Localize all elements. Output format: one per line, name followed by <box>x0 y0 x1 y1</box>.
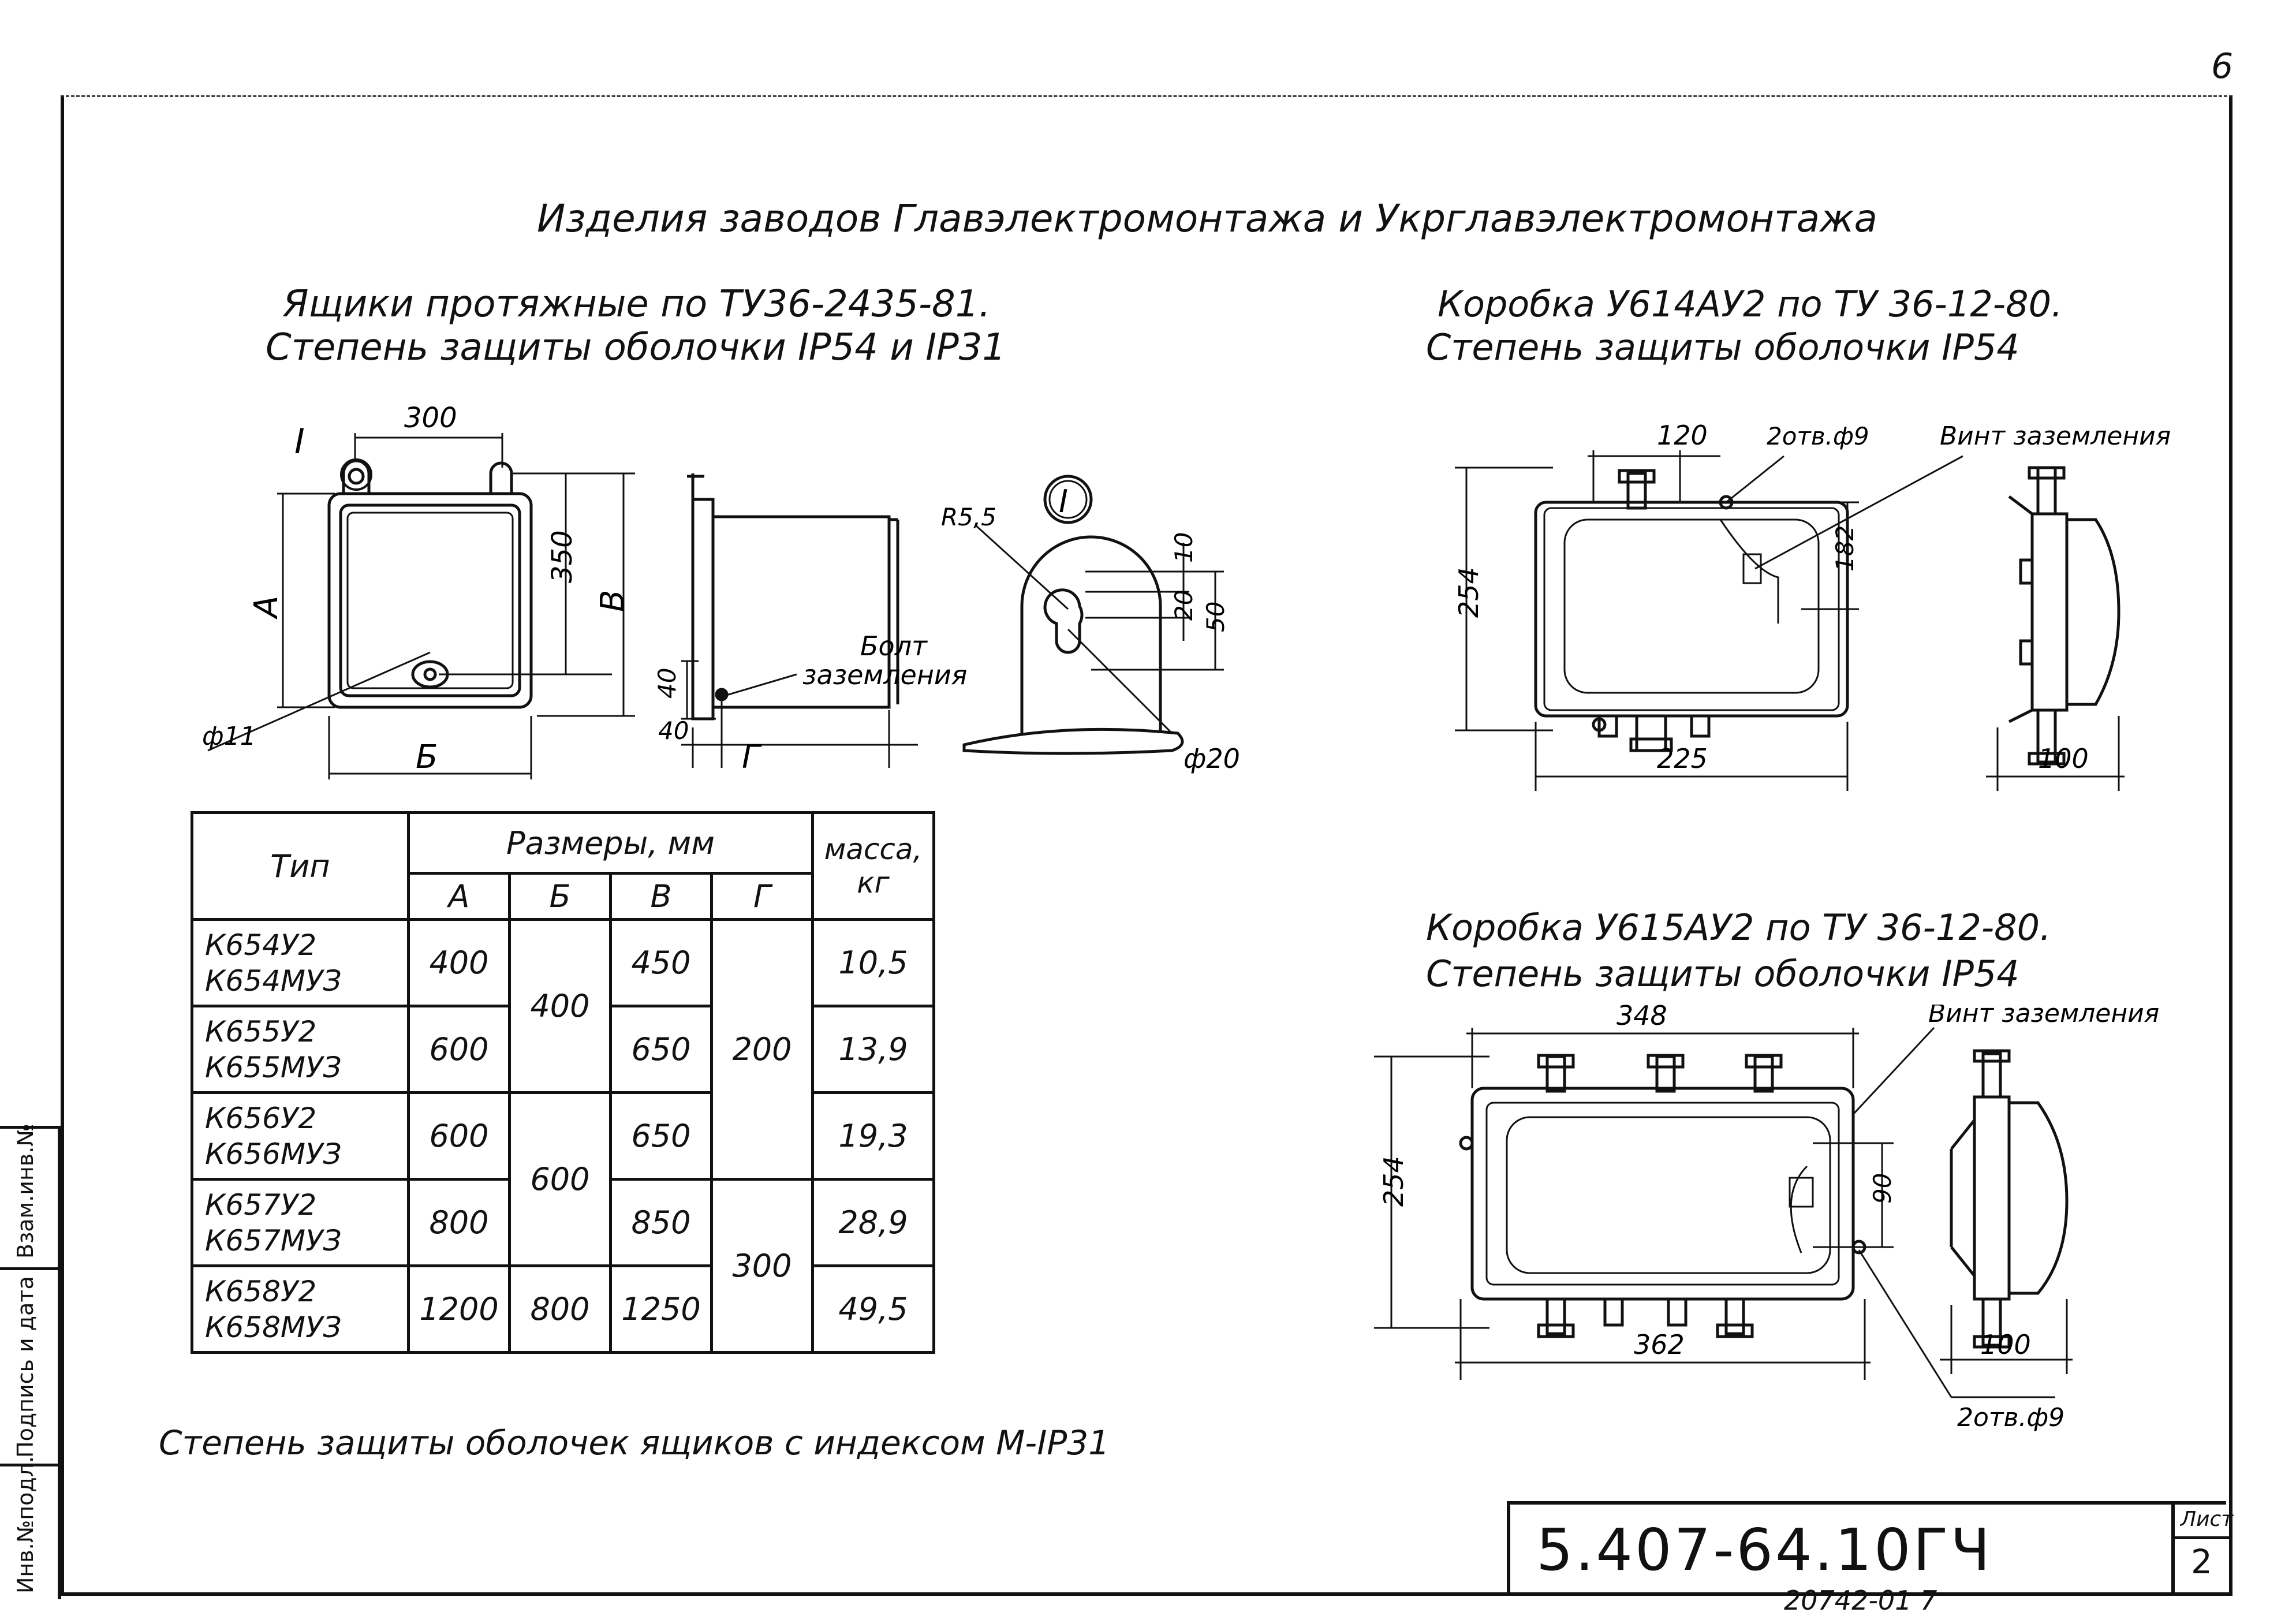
sheet-box: Лист 2 <box>2171 1505 2234 1594</box>
row-type2: К655МУЗ <box>205 1050 342 1084</box>
box615-dim-348: 348 <box>1616 1005 1667 1031</box>
left-title-line1: Ящики протяжные по ТУ36-2435-81. <box>283 283 991 326</box>
cell-A: 1200 <box>407 1264 511 1354</box>
th-V: В <box>609 872 713 921</box>
cell-V: 650 <box>609 1091 713 1181</box>
box615-screw-label: Винт заземления <box>1928 1005 2159 1028</box>
table-row: К658У2 К658МУЗ 1200 800 1250 49,5 <box>191 1264 935 1354</box>
dim-G: Г <box>742 738 762 776</box>
cell-A: 800 <box>407 1178 511 1267</box>
stamp-inv-no: Инв.№подл. <box>13 1455 38 1593</box>
cell-G-merged: 300 <box>710 1178 814 1354</box>
stamp-signature-date: Подпись и дата <box>13 1276 38 1458</box>
sheet-number: 2 <box>2191 1542 2212 1581</box>
box614-screw-label: Винт заземления <box>1940 421 2171 451</box>
dim-R55: R5,5 <box>941 503 996 531</box>
cell-A: 400 <box>407 918 511 1007</box>
box614-dim-120: 120 <box>1657 420 1708 451</box>
th-sizes: Размеры, мм <box>407 811 814 875</box>
box614-dim-254: 254 <box>1455 567 1484 618</box>
cell-A: 600 <box>407 1005 511 1094</box>
box615-dim-362: 362 <box>1634 1329 1685 1360</box>
pull-box-drawing: I 300 А 350 В Б ф11 40 40 Г Болт заземле… <box>202 402 1240 779</box>
phi-11: ф11 <box>202 722 256 751</box>
row-type2: К657МУЗ <box>205 1223 342 1257</box>
row-type1: К654У2 <box>205 928 317 962</box>
box614-holes: 2отв.ф9 <box>1767 422 1869 450</box>
table-row: К657У2 К657МУЗ 800 850 300 28,9 <box>191 1178 935 1354</box>
cell-B-merged: 400 <box>508 918 612 1094</box>
cell-mass: 28,9 <box>811 1178 935 1267</box>
dim-B: Б <box>416 738 438 776</box>
box614-dim-100: 100 <box>2038 743 2089 774</box>
page-number: 6 <box>2211 46 2234 87</box>
cell-B-merged: 600 <box>508 1091 612 1267</box>
cell-mass: 13,9 <box>811 1005 935 1094</box>
th-G: Г <box>710 872 814 921</box>
table-row: К655У2 К655МУЗ 600 650 13,9 <box>191 1005 935 1094</box>
th-A: А <box>407 872 511 921</box>
doc-code: 5.407-64.10ГЧ <box>1536 1516 1993 1584</box>
stamp-replaces: Взам.инв.№ <box>13 1124 38 1259</box>
dim-10: 10 <box>1170 532 1198 563</box>
cell-A: 600 <box>407 1091 511 1181</box>
footnote: Степень защиты оболочек ящиков с индексо… <box>159 1423 1110 1462</box>
cell-V: 650 <box>609 1005 713 1094</box>
row-type1: К657У2 <box>205 1188 317 1222</box>
bottom-code: 20742-01 7 <box>1784 1585 1937 1616</box>
box614-title-line2: Степень защиты оболочки IP54 <box>1426 326 2019 368</box>
row-type2: К654МУЗ <box>205 964 342 998</box>
cell-mass: 10,5 <box>811 918 935 1007</box>
cell-V: 450 <box>609 918 713 1007</box>
box614-drawing: 120 2отв.ф9 Винт заземления 254 182 225 … <box>1455 420 2171 791</box>
title-block: 5.407-64.10ГЧ Лист 2 <box>1507 1501 2233 1594</box>
left-title-line2: Степень защиты оболочки IP54 и IP31 <box>266 326 1006 369</box>
sheet-divider <box>2175 1536 2230 1539</box>
spec-table: Тип Размеры, мм масса, кг А Б В Г К654У2… <box>191 811 935 1354</box>
row-type1: К655У2 <box>205 1014 317 1048</box>
dim-50: 50 <box>1201 602 1230 632</box>
box614-dim-225: 225 <box>1657 743 1708 774</box>
sheet-label: Лист <box>2181 1507 2234 1531</box>
box614-dim-182: 182 <box>1831 525 1859 572</box>
cell-V: 850 <box>609 1178 713 1267</box>
row-type2: К658МУЗ <box>205 1310 342 1344</box>
dim-A: А <box>248 596 285 619</box>
table-row: К656У2 К656МУЗ 600 600 650 19,3 <box>191 1091 935 1267</box>
th-B: Б <box>508 872 612 921</box>
cell-mass: 49,5 <box>811 1264 935 1354</box>
phi-20: ф20 <box>1184 743 1240 774</box>
box615-title-line1: Коробка У615АУ2 по ТУ 36-12-80. <box>1426 906 2051 949</box>
box615-dim-90: 90 <box>1868 1173 1896 1204</box>
box615-title-line2: Степень защиты оболочки IP54 <box>1426 953 2019 995</box>
box615-dim-100: 100 <box>1980 1329 2031 1360</box>
dim-300: 300 <box>404 402 457 434</box>
table-row: К654У2 К654МУЗ 400 400 450 200 10,5 <box>191 918 935 1181</box>
row-type1: К656У2 <box>205 1101 317 1135</box>
detail-I-label: I <box>1059 483 1068 520</box>
cell-B-merged: 800 <box>508 1264 612 1354</box>
drawing-frame <box>61 95 2232 1596</box>
label-detail-I-ref: I <box>294 421 305 462</box>
box615-dim-254: 254 <box>1378 1156 1409 1207</box>
row-type1: К658У2 <box>205 1274 317 1308</box>
cell-V: 1250 <box>609 1264 713 1354</box>
row-type2: К656МУЗ <box>205 1137 342 1171</box>
box615-holes: 2отв.ф9 <box>1957 1403 2064 1432</box>
cell-G-merged: 200 <box>710 918 814 1181</box>
dim-40-horizontal: 40 <box>658 716 689 745</box>
th-mass: масса, кг <box>811 811 935 921</box>
dim-350: 350 <box>546 530 578 583</box>
cell-mass: 19,3 <box>811 1091 935 1181</box>
side-stamp: Взам.инв.№ Подпись и дата Инв.№подл. <box>0 1124 61 1599</box>
box615-drawing: 348 Винт заземления 254 90 362 100 2отв.… <box>1374 1005 2159 1432</box>
bolt-label-line2: заземления <box>802 659 967 691</box>
box614-title-line1: Коробка У614АУ2 по ТУ 36-12-80. <box>1438 283 2063 325</box>
bolt-label-line1: Болт <box>860 630 928 662</box>
dim-40-vertical: 40 <box>653 668 681 699</box>
dim-V: В <box>594 590 632 612</box>
dim-20: 20 <box>1170 590 1198 621</box>
th-type: Тип <box>191 811 410 921</box>
main-title: Изделия заводов Главэлектромонтажа и Укр… <box>537 196 1877 241</box>
